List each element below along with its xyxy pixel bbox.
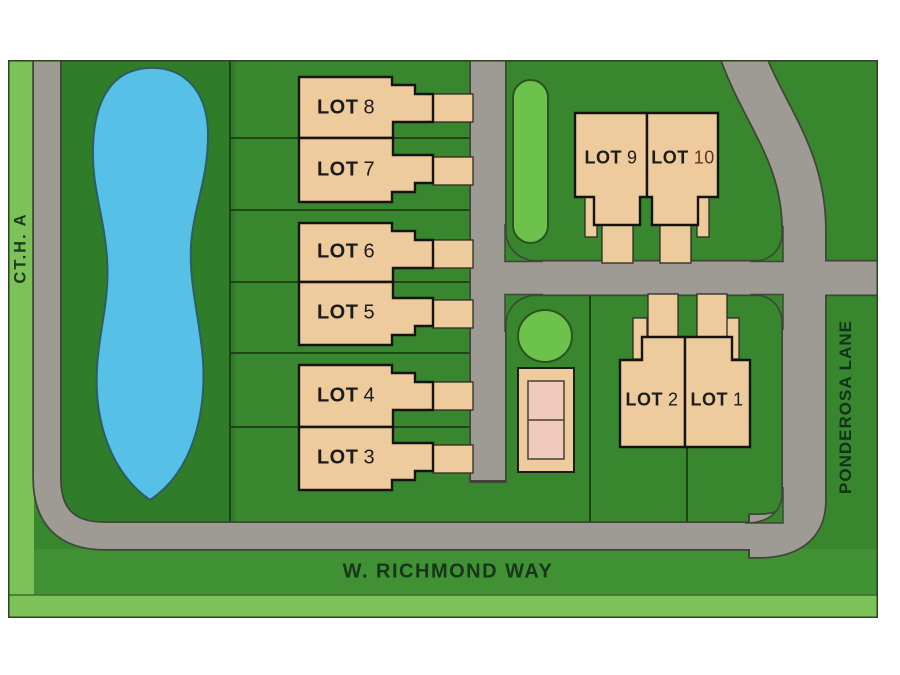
driveway-lot-4 [432, 381, 474, 411]
tree-circle [517, 309, 573, 363]
junction-fillet-ponderosa-nw [749, 225, 784, 263]
west-verge-strip [8, 60, 34, 618]
building-lot-3 [297, 425, 435, 492]
landscape-island [512, 79, 549, 244]
driveway-lot-9 [601, 224, 634, 264]
driveway-lot-10 [659, 224, 692, 264]
driveway-lot-7 [432, 156, 474, 186]
pond [91, 66, 210, 502]
site-plan-graphic [8, 60, 878, 618]
driveway-lot-1 [696, 293, 728, 342]
driveway-lot-5 [432, 299, 474, 329]
driveway-lot-6 [432, 239, 474, 269]
driveway-lot-8 [432, 93, 474, 123]
street-label-richmond-way: W. RICHMOND WAY [342, 560, 554, 583]
junction-fillet-southeast [744, 486, 784, 524]
building-lot-7 [297, 136, 435, 204]
junction-fillet-north [504, 223, 544, 263]
building-lot-1 [683, 335, 752, 449]
street-label-cth-a: CT.H. A [11, 212, 30, 284]
building-lot-5 [297, 280, 435, 347]
south-verge-strip [34, 595, 878, 618]
road-ponderosa [722, 60, 825, 557]
road-west-south [34, 60, 768, 549]
map-border [8, 60, 878, 618]
junction-fillet-court-corner [504, 293, 544, 333]
richmond-verge-band [8, 549, 878, 595]
building-lot-10 [645, 111, 720, 227]
driveway-lot-2 [647, 293, 679, 342]
junction-fillet-ponderosa-sw [749, 293, 784, 331]
street-label-ponderosa-lane: PONDEROSA LANE [836, 320, 855, 494]
driveway-lot-3 [432, 444, 474, 474]
